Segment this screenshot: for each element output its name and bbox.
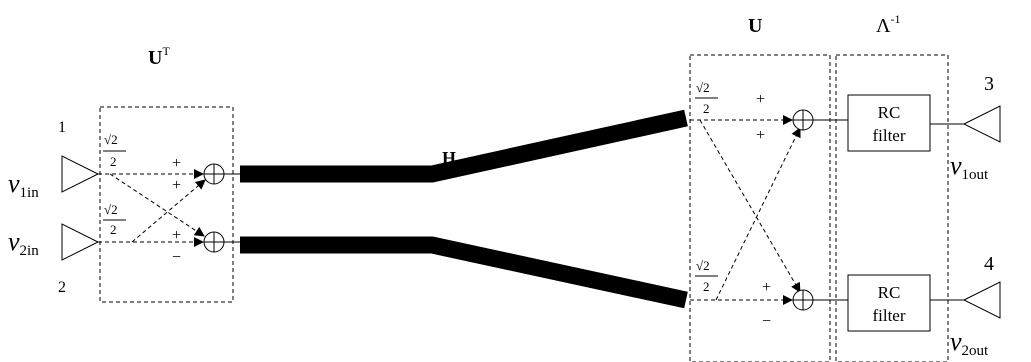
- output-port-4-triangle: [962, 281, 1001, 319]
- u-label: U: [748, 15, 762, 37]
- ut-coef-bottom: √2 2: [103, 202, 126, 237]
- output-port-3-triangle: [962, 105, 1001, 143]
- svg-text:√2: √2: [104, 132, 118, 147]
- input-port-1-triangle: [61, 155, 100, 193]
- u-coef-bottom: √2 2: [695, 258, 718, 294]
- svg-text:2: 2: [110, 222, 117, 237]
- lambda-inverse-label: Λ-1: [876, 12, 901, 37]
- u-path-1-cross: [699, 119, 801, 293]
- svg-text:filter: filter: [872, 126, 905, 145]
- svg-text:RC: RC: [878, 283, 901, 302]
- u-summer-1: [792, 109, 814, 131]
- u-summer-2: [792, 289, 814, 311]
- u-sign-2: +: [756, 127, 765, 144]
- v1out-label: v1out: [950, 151, 989, 183]
- u-box: [689, 54, 831, 362]
- port-3-label: 3: [984, 73, 994, 95]
- v2out-label: v2out: [950, 327, 989, 359]
- svg-text:filter: filter: [872, 306, 905, 325]
- svg-text:2: 2: [703, 279, 710, 294]
- svg-text:√2: √2: [104, 202, 118, 217]
- port-4-label: 4: [984, 253, 994, 275]
- ut-sign-3: +: [172, 227, 181, 244]
- u-sign-1: +: [756, 91, 765, 108]
- v1in-label: v1in: [8, 169, 39, 201]
- input-port-2-triangle: [61, 223, 100, 261]
- ut-path-1-cross: [109, 173, 205, 237]
- ut-sign-1: +: [172, 155, 181, 172]
- rc-filter-top: RC filter: [847, 94, 931, 152]
- u-sign-4: −: [762, 313, 771, 330]
- lambda-box: [835, 54, 949, 362]
- svg-text:√2: √2: [696, 258, 710, 273]
- channel-line-2: [240, 236, 688, 309]
- ut-path-2-cross: [131, 179, 206, 243]
- svg-text:√2: √2: [696, 80, 710, 95]
- svg-text:2: 2: [110, 154, 117, 169]
- ut-box: [99, 106, 234, 303]
- channel-line-1: [240, 109, 688, 183]
- ut-summer-1: [203, 163, 225, 185]
- port-1-label: 1: [58, 119, 66, 136]
- svg-text:RC: RC: [878, 103, 901, 122]
- ut-coef-top: √2 2: [103, 132, 126, 169]
- ut-sign-2: +: [172, 177, 181, 194]
- v2in-label: v2in: [8, 227, 39, 259]
- port-2-label: 2: [58, 279, 66, 296]
- ut-sign-4: −: [172, 249, 181, 266]
- rc-filter-bottom: RC filter: [847, 274, 931, 332]
- u-sign-3: +: [762, 279, 771, 296]
- u-path-2-cross: [715, 127, 801, 301]
- ut-summer-2: [203, 231, 225, 253]
- svg-text:2: 2: [703, 101, 710, 116]
- ut-label: UT: [148, 44, 170, 69]
- u-coef-top: √2 2: [695, 80, 718, 116]
